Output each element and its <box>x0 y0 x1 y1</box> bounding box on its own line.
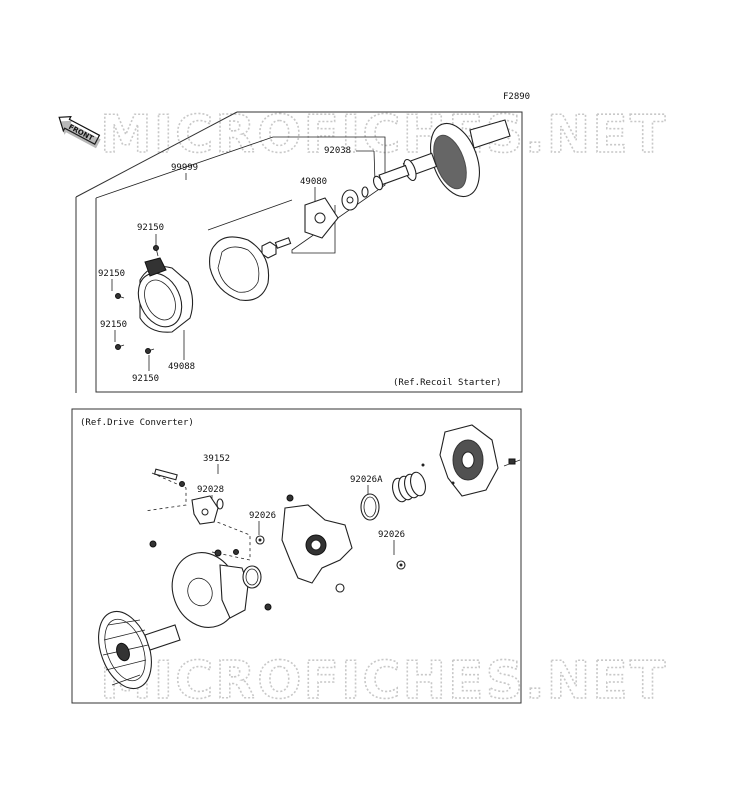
ref-recoil-starter: (Ref.Recoil Starter) <box>393 378 501 388</box>
gasket <box>209 236 270 301</box>
watermark-bottom: MICROFICHES.NET <box>100 651 667 711</box>
lower-panel-frame <box>71 408 522 704</box>
label-49088: 49088 <box>168 362 195 372</box>
watermark-top: MICROFICHES.NET <box>100 105 667 165</box>
label-92028: 92028 <box>197 485 224 495</box>
pulley-49080 <box>304 186 369 239</box>
bolts-92150 <box>115 245 159 354</box>
label-49080: 49080 <box>300 177 327 187</box>
crankshaft-assembly <box>372 119 511 198</box>
pins-left <box>149 468 185 548</box>
cover-plate <box>421 424 521 497</box>
figure-code: F2890 <box>503 92 530 102</box>
label-92026-a: 92026 <box>249 511 276 521</box>
washers-92026 <box>255 535 406 570</box>
weight-39152 <box>191 495 224 525</box>
label-39152: 39152 <box>203 454 230 464</box>
spring <box>392 471 426 503</box>
label-99999: 99999 <box>171 163 198 173</box>
movable-sheave <box>171 549 272 628</box>
label-92150-b: 92150 <box>98 269 125 279</box>
spider <box>281 494 353 593</box>
recoil-starter-housing <box>137 257 194 333</box>
label-92038: 92038 <box>324 146 351 156</box>
label-92150-c: 92150 <box>100 320 127 330</box>
upper-panel: (Ref.Recoil Starter) 99999 92038 49080 9… <box>75 111 523 393</box>
upper-panel-frame <box>95 111 523 393</box>
label-92150-d: 92150 <box>132 374 159 384</box>
label-92026a: 92026A <box>350 475 383 485</box>
lower-panel: (Ref.Drive Converter) 39152 92028 92026A… <box>71 408 522 704</box>
ref-drive-converter: (Ref.Drive Converter) <box>80 418 194 428</box>
label-92026-b: 92026 <box>378 530 405 540</box>
fixed-sheave <box>98 610 181 690</box>
front-arrow-icon: FRONT <box>58 116 101 149</box>
bolt-center <box>261 237 292 259</box>
label-92150-a: 92150 <box>137 223 164 233</box>
